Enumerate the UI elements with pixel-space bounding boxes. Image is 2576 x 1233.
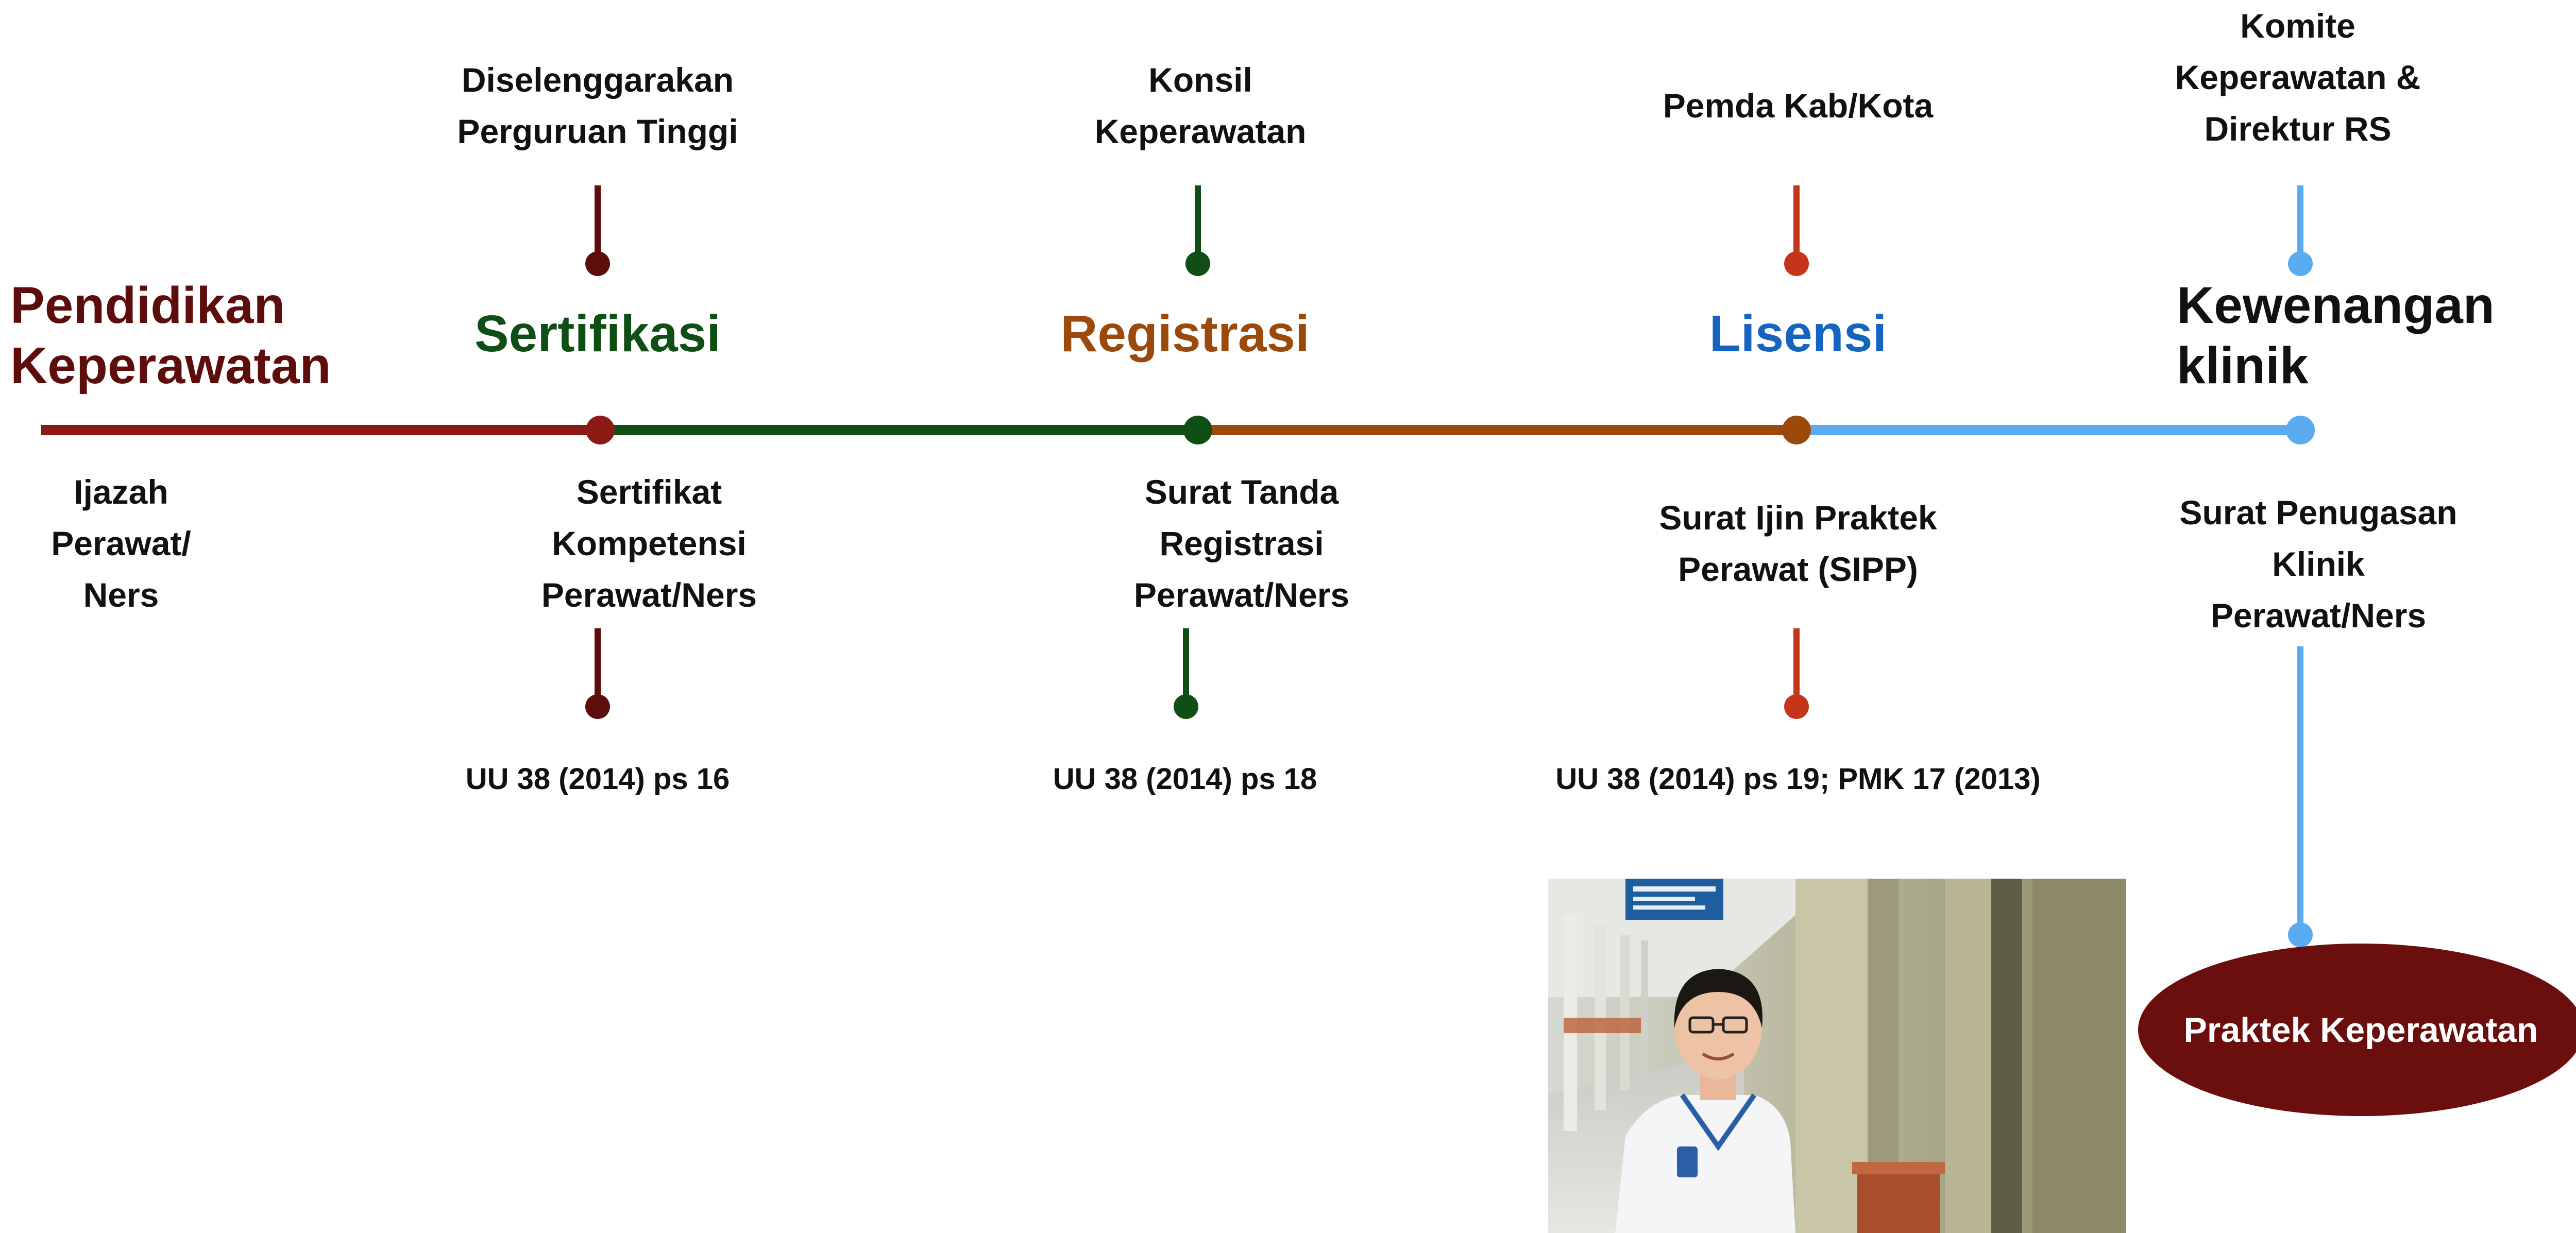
document-line: Surat Ijin Praktek [1659,499,1937,537]
title-line: klinik [2177,337,2309,395]
legal-basis-lisensi: UU 38 (2014) ps 19; PMK 17 (2013) [1555,762,2041,796]
title-pendidikan: Pendidikan Keperawatan [10,276,331,396]
title-line: Registrasi [1060,305,1310,363]
outcome-oval: Praktek Keperawatan [2138,944,2576,1116]
dot-authority-kewenangan [2288,251,2313,276]
title-lisensi: Lisensi [1618,304,1978,364]
title-line: Kewenangan [2177,277,2495,334]
document-line: Klinik [2272,545,2365,583]
document-line: Perawat/Ners [1133,576,1350,614]
dot-outcome [2288,922,2313,947]
authority-registrasi: Konsil Keperawatan [994,54,1406,157]
legal-basis-sertifikasi: UU 38 (2014) ps 16 [465,762,730,796]
authority-line: Komite [2240,7,2355,45]
document-line: Perawat/Ners [2210,596,2427,635]
title-kewenangan: Kewenangan klinik [2177,276,2495,396]
outcome-label: Praktek Keperawatan [2183,1010,2538,1050]
dot-authority-sertifikasi [585,251,610,276]
authority-line: Keperawatan & [2175,58,2421,96]
title-line: Keperawatan [10,337,331,395]
document-line: Perawat (SIPP) [1678,550,1918,588]
authority-line: Direktur RS [2204,110,2392,148]
authority-sertifikasi: Diselenggarakan Perguruan Tinggi [392,54,804,157]
nurse-illustration [1548,879,2126,1233]
node-sertifikasi [586,416,615,444]
node-registrasi [1183,416,1212,444]
dot-authority-registrasi [1185,251,1210,276]
title-line: Sertifikasi [474,305,721,363]
document-line: Surat Penugasan [2179,493,2458,532]
timeline-dots [585,251,2315,947]
authority-lisensi: Pemda Kab/Kota [1592,80,2004,131]
authority-line: Diselenggarakan [461,61,734,99]
title-line: Pendidikan [10,277,285,334]
document-line: Surat Tanda [1144,473,1339,511]
document-kewenangan: Surat Penugasan Klinik Perawat/Ners [2112,487,2524,641]
dot-authority-lisensi [1784,251,1809,276]
document-lisensi: Surat Ijin Praktek Perawat (SIPP) [1592,492,2004,595]
authority-line: Keperawatan [1094,112,1307,150]
node-lisensi [1782,416,1811,444]
authority-line: Pemda Kab/Kota [1663,87,1934,125]
connector-stems [595,185,2303,935]
dot-legal-lisensi [1784,694,1809,719]
dot-legal-registrasi [1174,694,1198,719]
document-line: Kompetensi [552,524,747,562]
authority-line: Konsil [1148,61,1252,99]
authority-kewenangan: Komite Keperawatan & Direktur RS [2092,0,2504,155]
document-line: Perawat/ [51,524,191,562]
document-line: Ijazah [74,473,168,511]
document-line: Sertifikat [576,473,722,511]
document-line: Perawat/Ners [541,576,757,614]
document-pendidikan: Ijazah Perawat/ Ners [15,466,227,621]
document-registrasi: Surat Tanda Registrasi Perawat/Ners [1036,466,1448,621]
document-sertifikasi: Sertifikat Kompetensi Perawat/Ners [443,466,855,621]
dot-legal-sertifikasi [585,694,610,719]
authority-line: Perguruan Tinggi [457,112,738,150]
node-kewenangan [2286,416,2315,444]
document-line: Registrasi [1159,524,1324,562]
document-line: Ners [83,576,159,614]
title-line: Lisensi [1709,305,1887,363]
nurse-photo [1548,879,2126,1233]
legal-basis-registrasi: UU 38 (2014) ps 18 [1053,762,1317,796]
title-registrasi: Registrasi [1005,304,1365,364]
title-sertifikasi: Sertifikasi [417,304,778,364]
